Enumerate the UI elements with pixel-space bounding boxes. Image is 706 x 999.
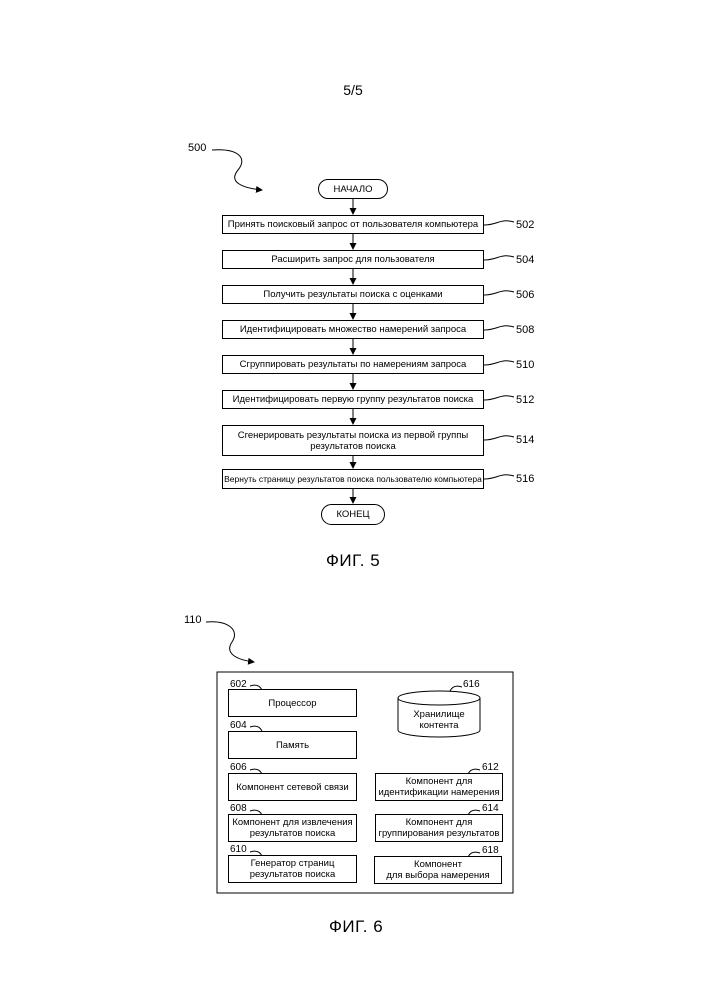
fig5-caption: ФИГ. 5 [326, 551, 380, 571]
memory-box: Память [228, 731, 357, 759]
ref-612: 612 [482, 762, 499, 773]
ref-512: 512 [516, 394, 534, 406]
end-terminal: КОНЕЦ [321, 504, 385, 525]
step-512: Идентифицировать первую группу результат… [222, 390, 484, 409]
ref-504: 504 [516, 254, 534, 266]
ref-508: 508 [516, 324, 534, 336]
step-502: Принять поисковый запрос от пользователя… [222, 215, 484, 234]
ref-516: 516 [516, 473, 534, 485]
fig5-ref-500: 500 [188, 142, 206, 154]
step-508: Идентифицировать множество намерений зап… [222, 320, 484, 339]
step-504: Расширить запрос для пользователя [222, 250, 484, 269]
ref-502: 502 [516, 219, 534, 231]
content-storage-label: Хранилище контента [398, 709, 480, 731]
ref-616: 616 [463, 679, 480, 690]
ref-514: 514 [516, 434, 534, 446]
grouping-component-box: Компонент для группирования результатов [375, 814, 503, 842]
step-516: Вернуть страницу результатов поиска поль… [222, 469, 484, 489]
network-component-box: Компонент сетевой связи [228, 773, 357, 801]
fig6-caption: ФИГ. 6 [329, 917, 383, 937]
start-terminal: НАЧАЛО [318, 179, 388, 199]
ref-604: 604 [230, 720, 247, 731]
intent-selection-box: Компонент для выбора намерения [374, 856, 502, 884]
step-510: Сгруппировать результаты по намерениям з… [222, 355, 484, 374]
ref-608: 608 [230, 803, 247, 814]
fig6-ref-110: 110 [184, 614, 202, 626]
page-generator-box: Генератор страниц результатов поиска [228, 855, 357, 883]
ref-614: 614 [482, 803, 499, 814]
ref-618: 618 [482, 845, 499, 856]
retrieval-component-box: Компонент для извлечения результатов пои… [228, 814, 357, 842]
step-506: Получить результаты поиска с оценками [222, 285, 484, 304]
ref-610: 610 [230, 844, 247, 855]
step-514: Сгенерировать результаты поиска из перво… [222, 425, 484, 456]
ref-606: 606 [230, 762, 247, 773]
ref-510: 510 [516, 359, 534, 371]
intent-identification-box: Компонент для идентификации намерения [375, 773, 503, 801]
ref-506: 506 [516, 289, 534, 301]
processor-box: Процессор [228, 689, 357, 717]
